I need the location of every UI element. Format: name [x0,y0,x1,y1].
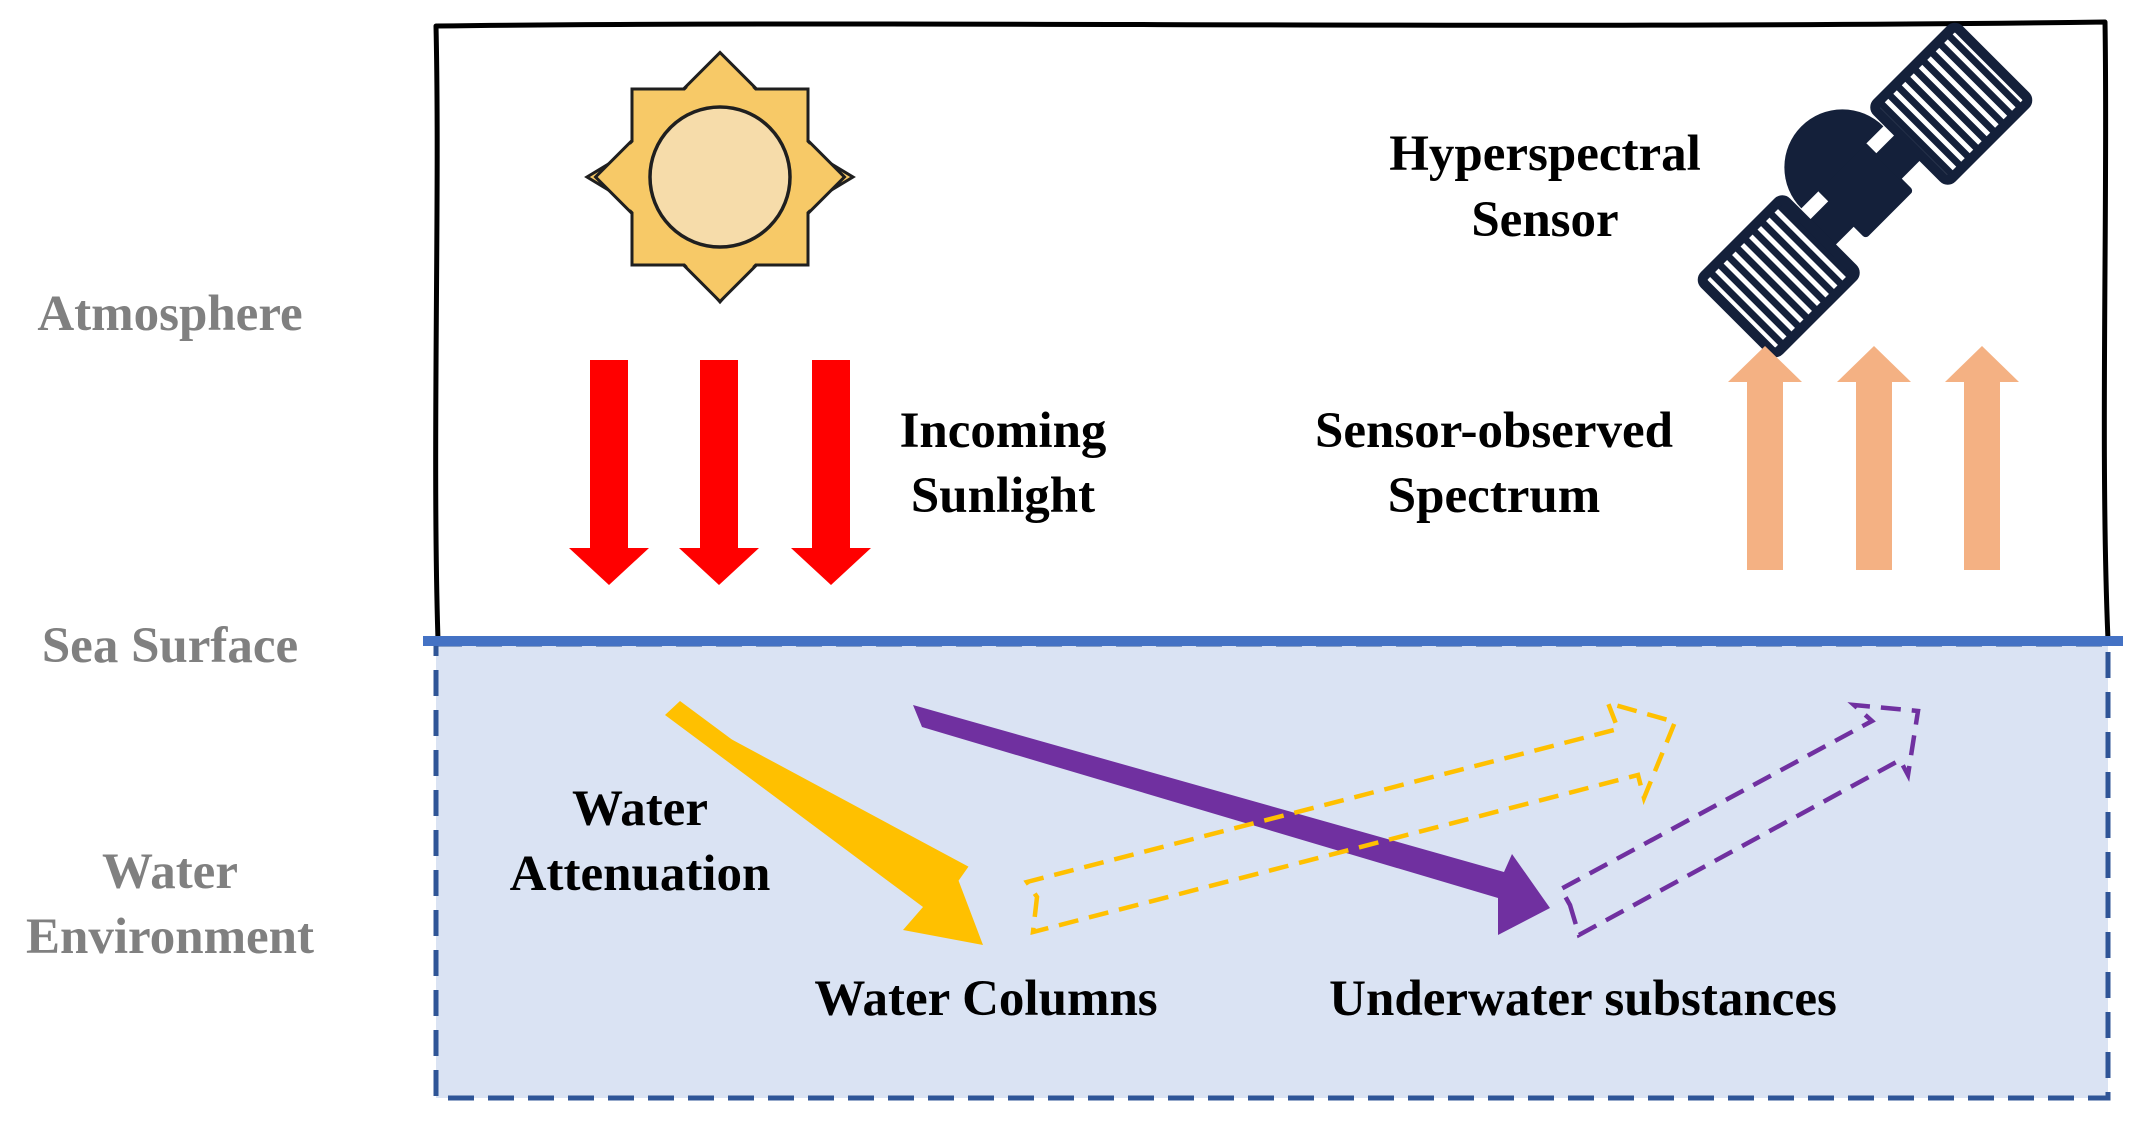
incoming-sunlight-label-line1: Incoming [900,403,1107,459]
incoming-arrow-1 [569,360,649,585]
water-environment-label-line2: Environment [26,909,314,965]
observed-arrow-2 [1837,346,1911,570]
observed-spectrum-arrows [1728,346,2019,570]
water-columns-label: Water Columns [814,971,1157,1027]
substance-reflected-arrow [1557,702,1921,939]
atmosphere-label: Atmosphere [37,286,302,342]
observed-arrow-1 [1728,346,1802,570]
sea-surface-label: Sea Surface [42,618,298,674]
observed-arrow-3 [1945,346,2019,570]
water-column-incident-arrow [665,701,983,945]
satellite-icon [1697,22,2033,358]
water-attenuation-label-line2: Attenuation [510,846,771,902]
water-environment-label-line1: Water [102,844,238,900]
incoming-sunlight-label-line2: Sunlight [911,468,1095,524]
substance-incident-arrow [913,705,1550,935]
water-attenuation-label-line1: Water [572,781,708,837]
incoming-sunlight-arrows [569,360,871,585]
incoming-arrow-2 [679,360,759,585]
atmosphere-box [433,19,2111,643]
underwater-substances-label: Underwater substances [1329,971,1837,1027]
sun-icon [584,50,856,305]
sensor-label-line2: Sensor [1471,192,1618,248]
sea-surface-line [423,636,2123,646]
sensor-label-line1: Hyperspectral [1389,126,1701,182]
incoming-arrow-3 [791,360,871,585]
observed-spectrum-label-line2: Spectrum [1388,468,1600,524]
observed-spectrum-label-line1: Sensor-observed [1315,403,1673,459]
